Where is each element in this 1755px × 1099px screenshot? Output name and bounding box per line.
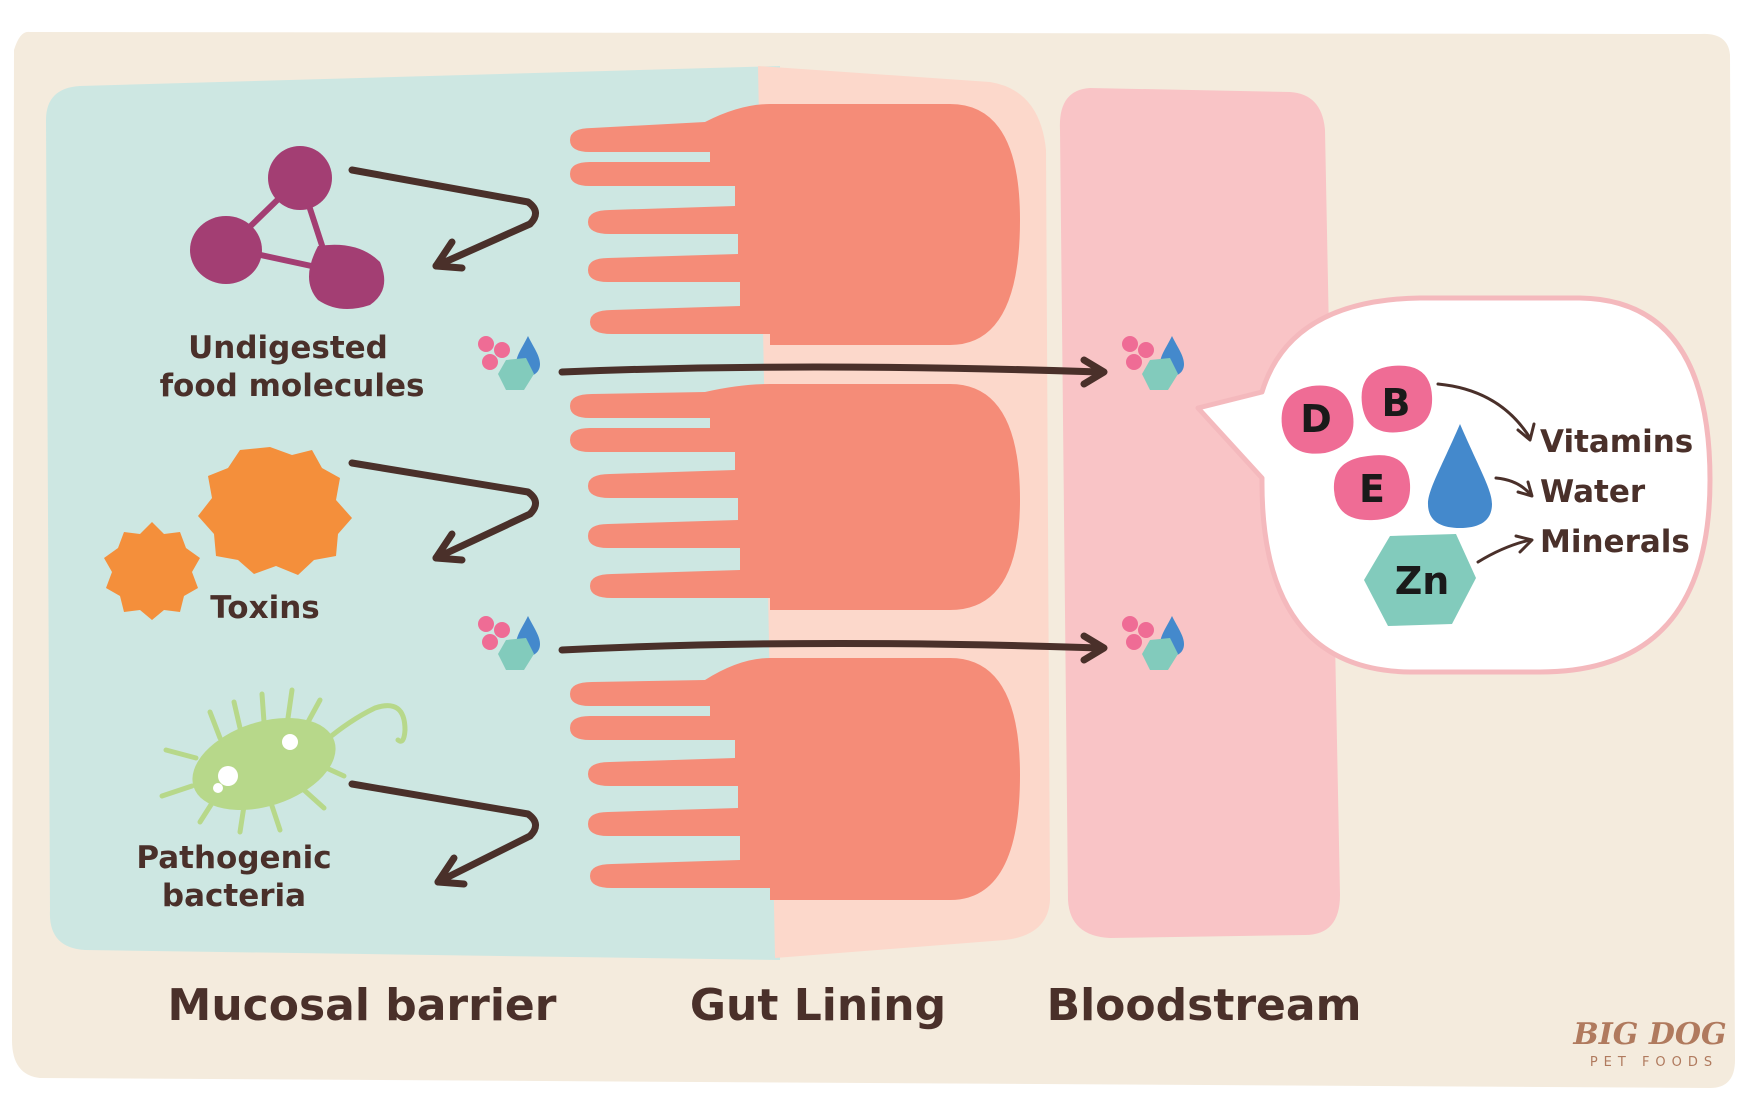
food-molecule-icon — [190, 146, 385, 309]
toxins-label: Toxins — [210, 590, 319, 626]
villus — [570, 384, 1020, 610]
minerals-label: Minerals — [1540, 524, 1690, 560]
pathogenic-label-line1: Pathogenic — [136, 840, 331, 876]
bacteria-icon — [159, 687, 408, 835]
villus — [570, 658, 1020, 900]
arrow-head — [1516, 480, 1534, 498]
brand-logo: BIG DOG PET FOODS — [1572, 1017, 1726, 1070]
water-pointer-arrow — [1494, 476, 1532, 496]
vitamin-b-label: B — [1382, 381, 1411, 425]
logo-subtitle: PET FOODS — [1590, 1055, 1718, 1070]
zinc-label: Zn — [1395, 559, 1450, 603]
absorption-arrow — [558, 363, 1104, 376]
minerals-pointer-arrow — [1476, 538, 1532, 564]
arrow-head — [1080, 356, 1108, 388]
vitamin-e-icon: E — [1333, 455, 1411, 521]
vitamin-b-icon: B — [1361, 365, 1433, 433]
rejection-arrow — [348, 166, 539, 270]
arrow-head — [1516, 422, 1536, 442]
arrow-head — [432, 238, 466, 272]
villus — [570, 104, 1020, 345]
bloodstream-region — [1059, 88, 1340, 938]
vitamin-e-label: E — [1359, 467, 1385, 511]
toxin-icon — [104, 447, 352, 620]
arrow-head — [434, 854, 468, 888]
arrow-head — [1514, 534, 1534, 554]
water-drop-icon — [1428, 424, 1492, 528]
logo-name: BIG DOG — [1572, 1017, 1726, 1052]
arrow-head — [432, 530, 466, 564]
vitamin-d-icon: D — [1281, 385, 1354, 454]
villi-group — [570, 104, 1020, 900]
mucosal-barrier-label: Mucosal barrier — [168, 980, 557, 1031]
undigested-label-line1: Undigested — [188, 330, 388, 366]
rejection-arrow — [348, 459, 539, 562]
pathogenic-label-line2: bacteria — [162, 878, 306, 914]
zinc-icon: Zn — [1364, 534, 1476, 626]
water-label: Water — [1540, 474, 1646, 510]
arrow-head — [1080, 632, 1108, 664]
vitamins-pointer-arrow — [1436, 382, 1532, 440]
rejection-arrow — [348, 780, 539, 886]
absorption-arrow — [558, 639, 1104, 654]
bloodstream-label: Bloodstream — [1047, 980, 1362, 1031]
vitamin-d-label: D — [1300, 397, 1332, 441]
gut-lining-label: Gut Lining — [690, 980, 946, 1031]
vitamins-label: Vitamins — [1540, 424, 1693, 460]
undigested-label-line2: food molecules — [160, 368, 425, 404]
